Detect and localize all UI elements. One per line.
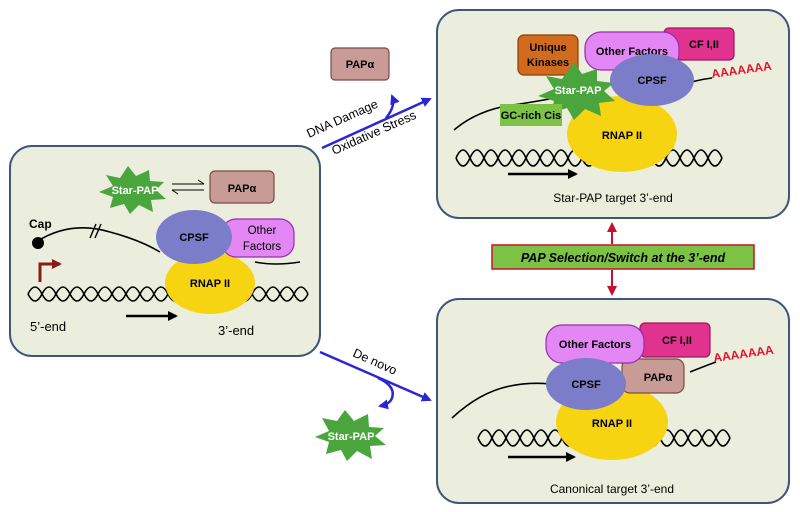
top-cpsf (610, 54, 694, 106)
left-cpsf-label: CPSF (179, 232, 209, 244)
top-rnap-ii (567, 96, 677, 172)
de-novo-arrow: De novo (319, 346, 432, 410)
left-rna-tail (254, 261, 301, 265)
top-kinases-line1: Unique (529, 42, 566, 54)
five-end-label: 5’-end (30, 319, 66, 334)
left-rnap-ii (165, 252, 255, 314)
pap-selection-box (491, 244, 755, 270)
left-pap-alpha-label: PAPα (228, 183, 257, 195)
bottom-cpsf (546, 358, 626, 410)
exchange-arrows-icon (171, 179, 205, 195)
de-novo-label: De novo (351, 346, 399, 378)
rna-break-mark-1 (89, 223, 97, 239)
tss-arrow-icon (38, 259, 62, 282)
bottom-rnap-label: RNAP II (592, 418, 632, 430)
bottom-cpsf-label: CPSF (571, 379, 601, 391)
star-pap-target-panel: RNAP II CF I,II Other Factors Unique Kin… (436, 9, 790, 219)
floating-pap-alpha-label: PAPα (346, 59, 375, 71)
left-panel: Cap RNAP II Other Factors CPSF Star-PAP … (9, 145, 321, 357)
bottom-cf-label: CF I,II (662, 335, 692, 347)
top-cpsf-label: CPSF (637, 75, 667, 87)
left-other-factors-line2: Factors (243, 241, 282, 253)
top-kinases-line2: Kinases (527, 57, 569, 69)
top-cf-label: CF I,II (689, 39, 719, 51)
floating-pap-alpha (330, 47, 390, 81)
top-unique-kinases (517, 34, 579, 76)
bottom-other-factors-label: Other Factors (559, 339, 631, 351)
top-gc-rich-cis (500, 104, 562, 126)
top-rnap-label: RNAP II (602, 130, 642, 142)
left-star-pap-shape (99, 166, 166, 214)
rna-break-mark-2 (94, 223, 102, 239)
top-gc-rich-label: GC-rich Cis (501, 110, 562, 122)
left-pap-alpha (209, 170, 275, 204)
left-other-factors-line1: Other (248, 225, 277, 237)
floating-star-pap-label: Star-PAP (328, 431, 375, 443)
top-panel-caption: Star-PAP target 3’-end (553, 191, 673, 205)
stress-arrow: DNA Damage Oxidative Stress (305, 94, 432, 158)
left-rna-strand (35, 226, 161, 253)
cap-label: Cap (29, 217, 52, 231)
three-end-label: 3’-end (218, 323, 254, 338)
left-rnap-label: RNAP II (190, 278, 230, 290)
bottom-panel-caption: Canonical target 3’-end (550, 482, 674, 496)
bottom-rna-strand (451, 382, 551, 419)
canonical-target-panel: RNAP II PAPα CF I,II Other Factors CPSF … (436, 298, 790, 504)
top-star-pap-label: Star-PAP (555, 85, 602, 97)
pap-selection-label: PAP Selection/Switch at the 3’-end (521, 251, 726, 265)
floating-star-pap-shape (315, 410, 386, 461)
bottom-pap-alpha-label: PAPα (644, 372, 673, 384)
cap-icon (32, 237, 44, 249)
left-star-pap-label: Star-PAP (112, 185, 159, 197)
bottom-rna-tail (689, 361, 717, 373)
left-cpsf (156, 210, 232, 264)
